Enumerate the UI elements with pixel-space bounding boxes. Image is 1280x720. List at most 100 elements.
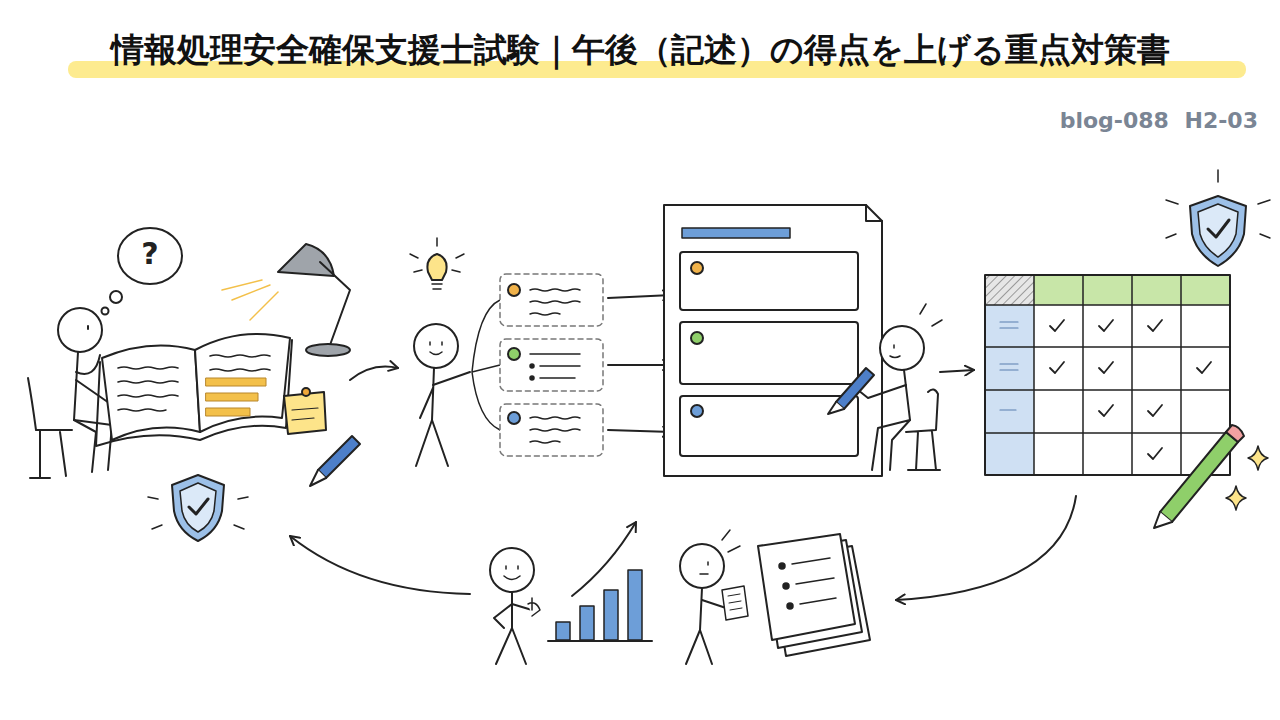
check-mark: [1099, 320, 1113, 331]
dashed-cards: [500, 274, 603, 456]
sparkle: [1226, 486, 1246, 510]
flow-arrow: [896, 496, 1076, 600]
bullet: [530, 376, 534, 380]
shield-inner: [180, 483, 216, 532]
wavy-lines: [530, 289, 580, 315]
blue-dot: [508, 412, 520, 424]
sticky-note: [284, 392, 326, 434]
highlight-mark: [206, 393, 258, 401]
shine-rays: [148, 497, 248, 529]
chair: [906, 389, 940, 470]
light-ray: [250, 292, 278, 320]
effort-lines: [920, 304, 942, 326]
person-body: [904, 370, 910, 420]
person-head: [414, 324, 458, 368]
lamp-shade: [278, 244, 334, 276]
orange-dot: [691, 262, 703, 274]
hand-paper: [722, 586, 748, 620]
idea-card: [500, 274, 603, 326]
page-fold: [866, 205, 882, 221]
flow-arrow: [608, 295, 672, 298]
check-mark: [1197, 362, 1211, 373]
person-head: [680, 544, 724, 588]
flow-arrow: [940, 370, 974, 372]
book-right-page: [195, 334, 290, 432]
person-face: [890, 345, 900, 358]
document-page: [664, 205, 882, 476]
chart-bar: [604, 590, 618, 640]
pen: [318, 436, 360, 478]
person-body: [686, 588, 712, 664]
thumbs-up: [528, 598, 540, 616]
bulb-rays: [410, 238, 464, 272]
pin: [302, 388, 310, 396]
person-face: [700, 562, 708, 574]
check-mark: [1099, 405, 1113, 416]
bulb-base: [432, 284, 442, 289]
idea-card: [500, 404, 603, 456]
check-mark: [1148, 320, 1162, 331]
lamp-arm: [320, 262, 350, 345]
person-body: [496, 592, 526, 664]
person-arm: [76, 355, 100, 374]
blue-dot: [691, 405, 703, 417]
hand-paper-lines: [728, 594, 742, 610]
doc-section: [680, 322, 858, 384]
light-ray: [222, 280, 262, 290]
highlight-mark: [206, 408, 250, 416]
flow-arrow: [350, 367, 398, 381]
shield: [1190, 196, 1246, 266]
book-text-lines: [118, 355, 270, 411]
person-head: [490, 548, 534, 592]
row-marks: [1000, 322, 1018, 410]
card-lines: [530, 289, 580, 443]
check-mark: [1099, 362, 1113, 373]
question-mark: ?: [130, 236, 170, 272]
orange-dot: [508, 284, 520, 296]
light-bulb: [427, 254, 446, 280]
text-line: [210, 369, 270, 371]
flow-arrow: [608, 430, 672, 432]
book-left-page: [102, 346, 200, 441]
wavy-lines: [530, 417, 580, 443]
person-body: [74, 352, 78, 420]
sparkle: [1248, 446, 1268, 470]
sketch-group: [28, 170, 1270, 664]
flow-arrow: [290, 536, 470, 594]
highlight-mark: [206, 378, 266, 386]
person-arm: [702, 600, 726, 608]
person-head: [880, 326, 924, 370]
growth-arrow: [572, 522, 636, 596]
bullet: [783, 583, 789, 589]
paper-sheet: [758, 534, 855, 640]
chart-bar: [556, 622, 570, 640]
doc-section: [680, 396, 858, 456]
effort-lines: [722, 530, 740, 552]
lamp-light: [222, 280, 278, 320]
check-mark: [1208, 220, 1229, 237]
paper-list: [779, 558, 836, 609]
person-arms: [420, 372, 470, 418]
person-legs: [872, 420, 910, 470]
lamp-base: [306, 344, 350, 356]
thought-bubble: [118, 228, 182, 284]
bullet: [530, 364, 534, 368]
shield-group: [148, 475, 248, 541]
thought-dot: [102, 308, 109, 315]
pen-tip: [310, 470, 326, 486]
check-mark: [1148, 448, 1162, 459]
thought-dot: [110, 291, 122, 303]
person-eye: [87, 326, 89, 329]
note-lines: [292, 408, 318, 420]
shield: [172, 475, 224, 541]
chart-bar: [580, 606, 594, 640]
list-lines: [792, 558, 836, 604]
light-ray: [232, 285, 270, 300]
list-lines: [530, 354, 580, 378]
chair: [28, 378, 72, 478]
pencil-tip: [1154, 512, 1172, 528]
chart-bar: [628, 570, 642, 640]
table-grid: [985, 275, 1230, 475]
